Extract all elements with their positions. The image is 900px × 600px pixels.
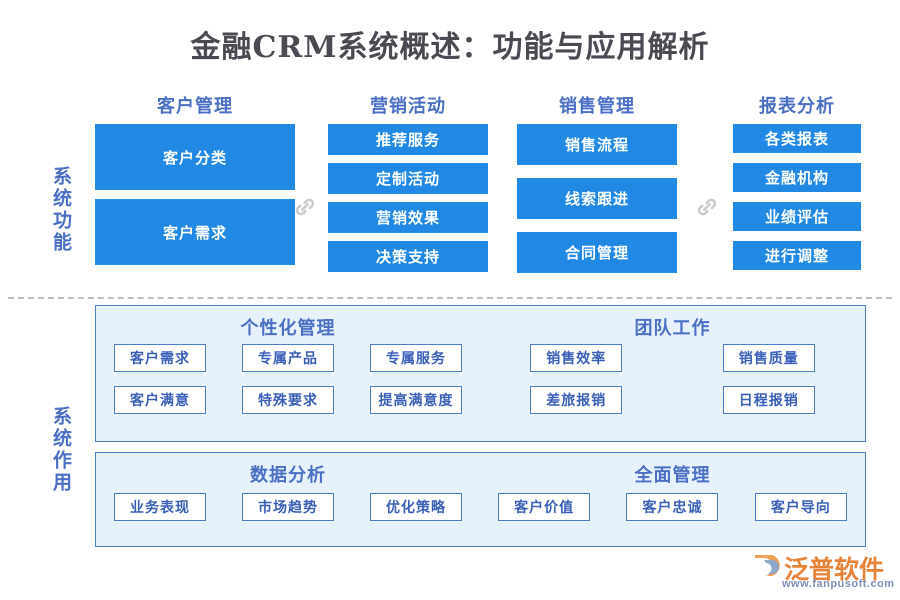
effect-chip[interactable]: 销售质量 <box>722 344 815 372</box>
function-group-report-analysis: 报表分析 各类报表 金融机构 业绩评估 进行调整 <box>733 92 861 280</box>
brand-logo: 泛普软件 www.fanpusoft.com <box>752 550 895 594</box>
panel-half-personalized-management: 个性化管理 客户需求 专属产品 专属服务 客户满意 特殊要求 提高满意度 <box>96 306 480 441</box>
panel-half-overall-management: 全面管理 客户价值 客户忠诚 客户导向 <box>480 453 865 546</box>
chain-link-icon <box>694 194 720 220</box>
function-box[interactable]: 客户分类 <box>95 124 295 190</box>
effect-chip[interactable]: 特殊要求 <box>242 386 334 414</box>
chip-row: 销售效率 销售质量 <box>480 344 865 372</box>
group-header: 报表分析 <box>759 96 835 116</box>
function-box[interactable]: 客户需求 <box>95 199 295 265</box>
function-box[interactable]: 合同管理 <box>517 232 677 273</box>
effects-panel-upper: 个性化管理 客户需求 专属产品 专属服务 客户满意 特殊要求 提高满意度 团队工… <box>95 305 866 442</box>
section-label-system-effects: 系统作用 <box>50 406 71 494</box>
function-box[interactable]: 业绩评估 <box>733 202 861 231</box>
function-box[interactable]: 定制活动 <box>328 163 488 194</box>
chip-row: 客户需求 专属产品 专属服务 <box>96 344 480 372</box>
chip-row: 客户满意 特殊要求 提高满意度 <box>96 386 480 414</box>
effect-chip[interactable]: 客户导向 <box>754 493 847 521</box>
brand-mark-icon <box>752 551 782 584</box>
effect-chip[interactable]: 提高满意度 <box>370 386 462 414</box>
page-title: 金融CRM系统概述：功能与应用解析 <box>190 30 710 65</box>
brand-name: 泛普软件 <box>784 555 885 584</box>
effects-panel-lower: 数据分析 业务表现 市场趋势 优化策略 全面管理 客户价值 客户忠诚 客户导向 <box>95 452 866 547</box>
watermark-text: 泛普软件 <box>330 210 398 229</box>
section-label-system-functions: 系统功能 <box>50 166 71 254</box>
function-box[interactable]: 推荐服务 <box>328 124 488 155</box>
effect-chip[interactable]: 客户满意 <box>114 386 206 414</box>
function-box[interactable]: 进行调整 <box>733 241 861 270</box>
panel-title: 数据分析 <box>250 465 326 485</box>
effect-chip[interactable]: 差旅报销 <box>530 386 623 414</box>
function-box[interactable]: 金融机构 <box>733 163 861 192</box>
panel-title: 全面管理 <box>634 465 711 485</box>
chip-row: 差旅报销 日程报销 <box>480 386 865 414</box>
function-group-marketing-activity: 营销活动 推荐服务 定制活动 营销效果 决策支持 <box>328 92 488 280</box>
effect-chip[interactable]: 日程报销 <box>722 386 815 414</box>
chain-link-icon <box>292 194 318 220</box>
function-box[interactable]: 决策支持 <box>328 241 488 272</box>
function-box[interactable]: 销售流程 <box>517 124 677 165</box>
group-header: 销售管理 <box>559 96 635 116</box>
effect-chip[interactable]: 客户价值 <box>498 493 591 521</box>
effect-chip[interactable]: 销售效率 <box>530 344 623 372</box>
effect-chip[interactable]: 客户忠诚 <box>626 493 719 521</box>
function-box[interactable]: 线索跟进 <box>517 178 677 219</box>
brand-url: www.fanpusoft.com <box>782 578 895 590</box>
section-divider <box>8 297 892 299</box>
chip-row: 客户价值 客户忠诚 客户导向 <box>480 493 865 521</box>
panel-half-data-analysis: 数据分析 业务表现 市场趋势 优化策略 <box>96 453 480 546</box>
function-group-customer-management: 客户管理 客户分类 客户需求 <box>95 92 295 274</box>
effect-chip[interactable]: 专属产品 <box>242 344 334 372</box>
effect-chip[interactable]: 业务表现 <box>114 493 206 521</box>
chip-row: 业务表现 市场趋势 优化策略 <box>96 493 480 521</box>
panel-title: 团队工作 <box>634 318 711 338</box>
group-header: 营销活动 <box>370 96 446 116</box>
function-box[interactable]: 各类报表 <box>733 124 861 153</box>
watermark-logo: 泛普软件 <box>330 205 450 245</box>
effect-chip[interactable]: 专属服务 <box>370 344 462 372</box>
function-group-sales-management: 销售管理 销售流程 线索跟进 合同管理 <box>517 92 677 286</box>
effect-chip[interactable]: 客户需求 <box>114 344 206 372</box>
group-header: 客户管理 <box>157 96 233 116</box>
effect-chip[interactable]: 优化策略 <box>370 493 462 521</box>
function-box[interactable]: 营销效果 <box>328 202 488 233</box>
panel-title: 个性化管理 <box>240 318 336 338</box>
panel-half-team-work: 团队工作 销售效率 销售质量 差旅报销 日程报销 <box>480 306 865 441</box>
effect-chip[interactable]: 市场趋势 <box>242 493 334 521</box>
